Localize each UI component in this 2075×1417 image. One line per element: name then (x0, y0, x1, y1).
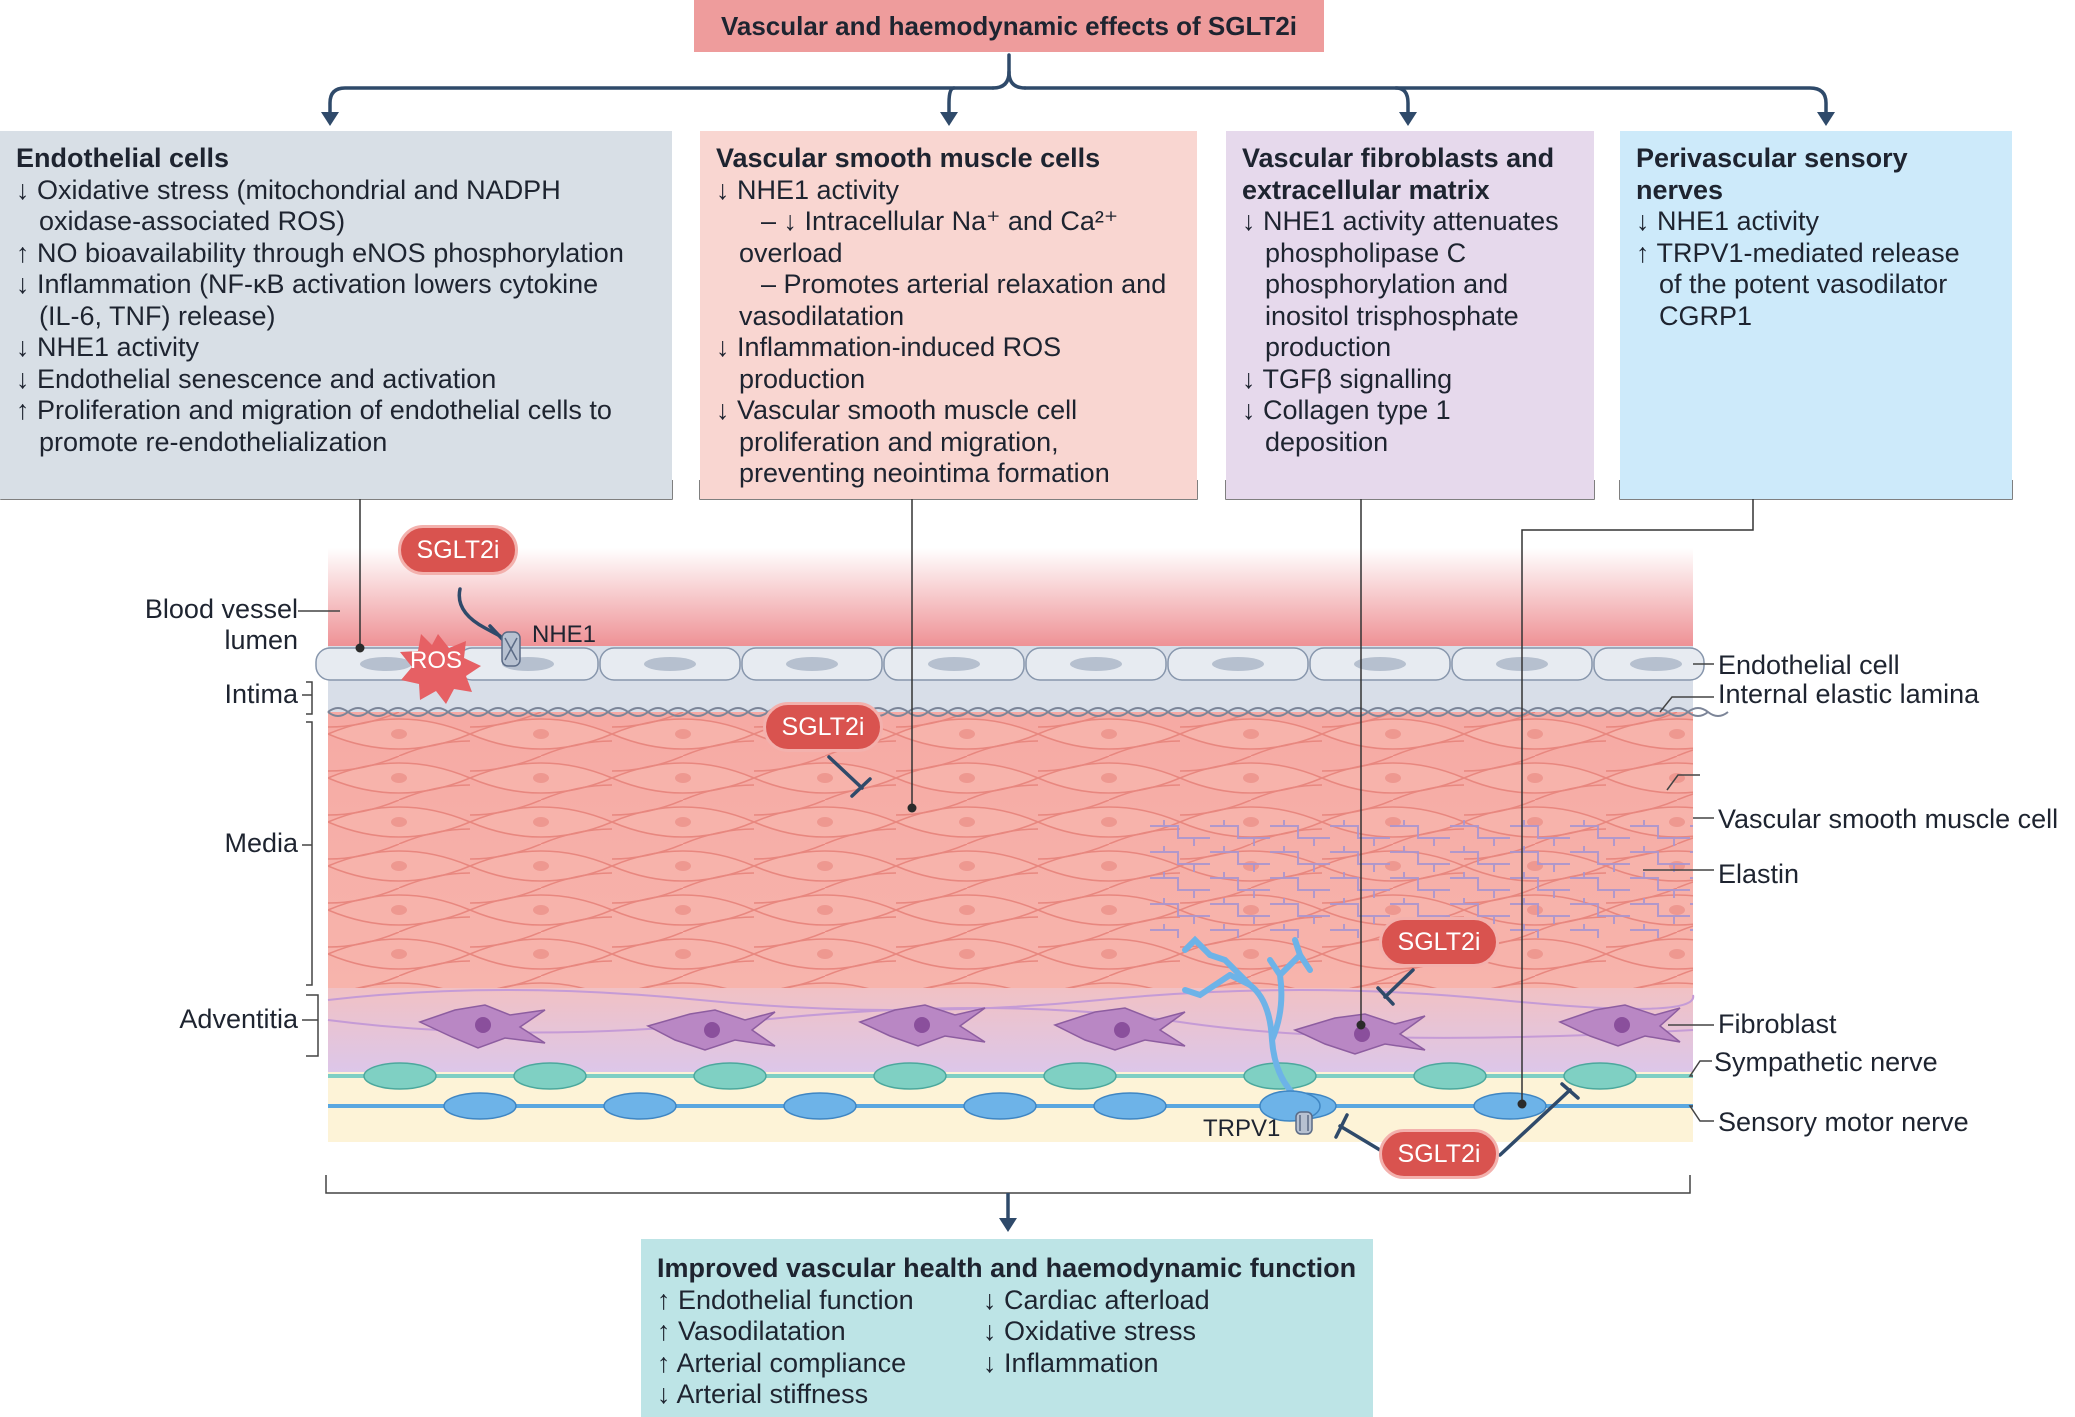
endothelial-line: ↓ Oxidative stress (mitochondrial and NA… (16, 174, 561, 205)
trpv1-channel-icon (1295, 1111, 1313, 1135)
label-endothelial-cell: Endothelial cell (1718, 650, 1900, 680)
bottom-arrowhead (999, 1218, 1017, 1232)
nerves-box-title: Perivascular sensory nerves (1636, 143, 1908, 205)
adventitia-fibres (327, 989, 1695, 1039)
outcome-box: Improved vascular health and haemodynami… (641, 1239, 1373, 1417)
label-sympathetic-nerve: Sympathetic nerve (1714, 1047, 1938, 1077)
outcome-columns: ↑ Endothelial function ↑ Vasodilatation … (657, 1285, 1357, 1411)
fibroblasts-line: ↓ TGFβ signalling (1242, 363, 1453, 394)
outcome-item: ↑ Endothelial function (657, 1284, 914, 1315)
label-intima: Intima (224, 679, 298, 709)
sglt2i-pill-fibroblast: SGLT2i (1379, 917, 1499, 967)
endothelial-line: ↑ Proliferation and migration of endothe… (16, 395, 612, 425)
vsmc-line: production (739, 363, 866, 394)
fibroblasts-line: ↓ NHE1 activity attenuates (1242, 206, 1559, 236)
outcome-item: ↓ Arterial stiffness (657, 1379, 869, 1409)
sglt2i-pill-vsmc: SGLT2i (763, 702, 883, 752)
vsmc-line: overload (739, 237, 843, 268)
leader-dots (355, 643, 1527, 1109)
label-fibroblast: Fibroblast (1718, 1009, 1837, 1039)
label-vsmc: Vascular smooth muscle cell (1718, 804, 2059, 834)
outcome-column-2: ↓ Cardiac afterload ↓ Oxidative stress ↓… (983, 1285, 1210, 1411)
vsmc-line: – ↓ Intracellular Na⁺ and Ca²⁺ (761, 206, 1119, 236)
nerves-line: of the potent vasodilator (1659, 269, 1948, 299)
outcome-item: ↑ Arterial compliance (657, 1347, 907, 1378)
endothelial-cells-box: Endothelial cells ↓ Oxidative stress (mi… (0, 131, 672, 499)
vsmc-line: ↓ Inflammation-induced ROS (716, 332, 1062, 362)
vsmc-line: preventing neointima formation (739, 458, 1110, 488)
right-label-leaders (1643, 663, 1714, 1122)
label-elastin: Elastin (1718, 859, 1800, 889)
sensory-motor-nerve (328, 1092, 1693, 1120)
endothelial-cell-row (315, 647, 1705, 681)
internal-elastic-lamina (327, 707, 1729, 717)
lumen-layer (328, 548, 1693, 648)
vsmc-box: Vascular smooth muscle cells ↓ NHE1 acti… (700, 131, 1197, 499)
outcome-title: Improved vascular health and haemodynami… (657, 1253, 1357, 1283)
fibroblasts-line: deposition (1265, 426, 1389, 457)
sglt2i-pill-nerve: SGLT2i (1379, 1129, 1499, 1179)
label-adventitia: Adventitia (179, 1004, 298, 1034)
bottom-bracket (325, 1175, 1691, 1194)
sglt2i-pill-endothelial: SGLT2i (398, 525, 518, 575)
vsmc-line: ↓ NHE1 activity (716, 174, 900, 205)
label-blood-vessel: Blood vessel (144, 594, 298, 624)
fibroblast-nuclei (475, 1017, 1630, 1042)
top-connectors (328, 53, 1828, 120)
vsmc-line: ↓ Vascular smooth muscle cell (716, 395, 1078, 425)
label-media: Media (224, 828, 298, 858)
label-sensory-motor-nerve: Sensory motor nerve (1718, 1107, 1969, 1137)
outcome-column-1: ↑ Endothelial function ↑ Vasodilatation … (657, 1285, 983, 1411)
fibroblasts-line: phospholipase C (1265, 237, 1467, 268)
sensory-nerve-terminal (1182, 935, 1313, 1103)
endothelial-line: ↓ NHE1 activity (16, 332, 200, 362)
outcome-item: ↓ Oxidative stress (983, 1316, 1197, 1346)
nhe1-label: NHE1 (532, 621, 597, 648)
endothelial-box-title: Endothelial cells (16, 143, 230, 173)
endothelial-line: promote re-endothelialization (39, 426, 388, 457)
nhe1-channel-icon (501, 631, 521, 667)
endothelial-line: ↓ Endothelial senescence and activation (16, 363, 497, 394)
fibroblasts-line: inositol trisphosphate (1265, 300, 1519, 331)
label-internal-elastic-lamina: Internal elastic lamina (1718, 679, 1980, 709)
fibroblasts-box: Vascular fibroblasts and extracellular m… (1226, 131, 1594, 499)
endothelial-line: ↑ NO bioavailability through eNOS phosph… (16, 237, 624, 268)
trpv1-label: TRPV1 (1203, 1115, 1281, 1142)
vsmc-box-title: Vascular smooth muscle cells (716, 143, 1101, 173)
figure-title: Vascular and haemodynamic effects of SGL… (694, 0, 1324, 52)
endothelial-line: oxidase-associated ROS) (39, 206, 346, 236)
outcome-item: ↓ Inflammation (983, 1347, 1159, 1378)
outcome-item: ↓ Cardiac afterload (983, 1284, 1210, 1315)
endothelial-line: ↓ Inflammation (NF-κB activation lowers … (16, 269, 599, 299)
nerves-line: ↑ TRPV1-mediated release (1636, 237, 1960, 268)
outcome-item: ↑ Vasodilatation (657, 1316, 846, 1346)
endothelial-line: (IL-6, TNF) release) (39, 300, 276, 331)
fibroblasts-line: ↓ Collagen type 1 (1242, 395, 1451, 425)
left-label-leaders (298, 610, 340, 1057)
adventitia-layer (328, 988, 1693, 1074)
box-leader-lines (359, 499, 1754, 1104)
top-arrowheads (321, 112, 1835, 126)
sympathetic-nerve (328, 1062, 1693, 1090)
ros-burst (400, 634, 481, 704)
fibroblasts-box-title: Vascular fibroblasts and extracellular m… (1242, 143, 1555, 205)
ros-label: ROS (410, 647, 463, 674)
vsmc-line: – Promotes arterial relaxation and (761, 269, 1167, 299)
fibroblasts-line: phosphorylation and (1265, 269, 1509, 299)
nerves-line: ↓ NHE1 activity (1636, 206, 1820, 236)
vsmc-line: vasodilatation (739, 300, 905, 331)
fibroblasts-line: production (1265, 332, 1392, 362)
label-lumen: lumen (224, 625, 298, 655)
vsmc-line: proliferation and migration, (739, 426, 1059, 457)
sensory-nerves-box: Perivascular sensory nerves ↓ NHE1 activ… (1620, 131, 2012, 499)
nerves-line: CGRP1 (1659, 300, 1753, 331)
